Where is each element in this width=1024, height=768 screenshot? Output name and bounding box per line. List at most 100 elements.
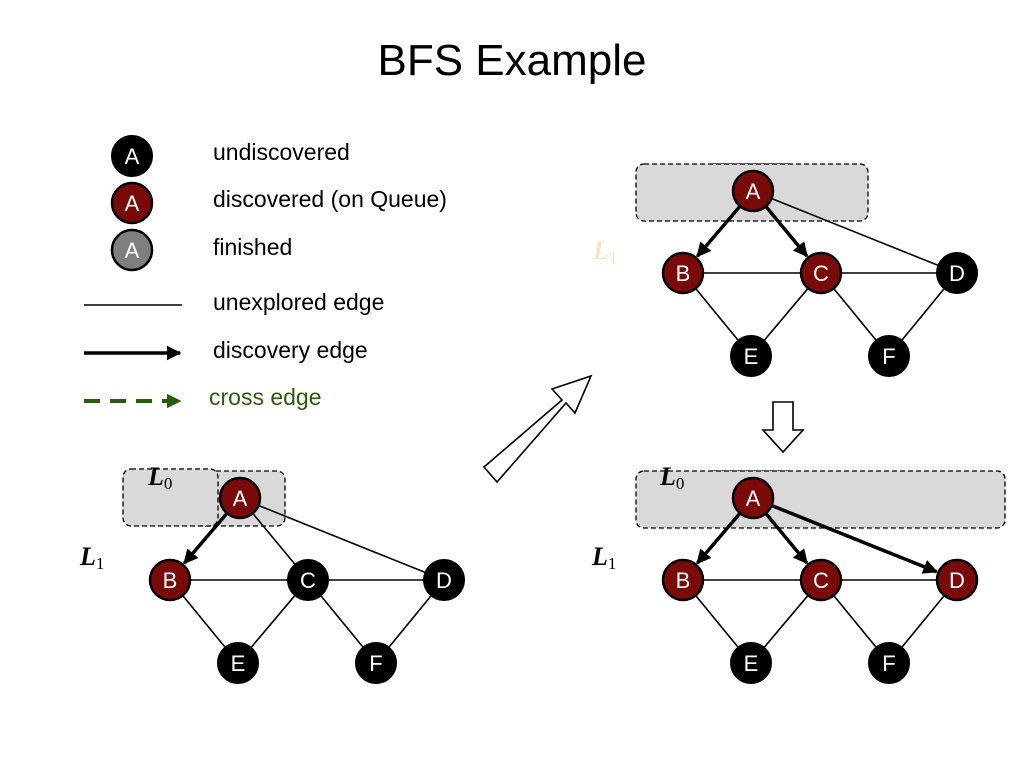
- legend-label-finished: finished: [213, 234, 293, 260]
- node-label: C: [300, 568, 316, 593]
- node-label: F: [369, 651, 382, 676]
- node-circle: [218, 476, 262, 520]
- node-e-undiscovered: E: [217, 642, 259, 684]
- page-title: BFS Example: [377, 36, 647, 85]
- svg-text:A: A: [125, 191, 140, 216]
- legend-discovered-node-icon: A: [110, 181, 154, 225]
- node-label: D: [949, 568, 965, 593]
- level-box-l1: [635, 470, 1006, 529]
- node-f-undiscovered: F: [868, 335, 910, 377]
- edge-b-e-unexplored: [695, 288, 739, 342]
- node-label: D: [436, 568, 452, 593]
- node-label: B: [676, 261, 691, 286]
- node-label: B: [163, 568, 178, 593]
- edge-d-f-unexplored: [901, 595, 945, 649]
- node-circle: [868, 335, 910, 377]
- edge-a-b-discovery: [695, 512, 741, 565]
- node-a-discovered: A: [731, 169, 775, 213]
- node-circle: [731, 169, 775, 213]
- edge-c-f-unexplored: [833, 595, 877, 649]
- legend-label-unexplored-edge: unexplored edge: [213, 289, 385, 315]
- level-label-l1: L1: [592, 236, 617, 267]
- node-label: C: [813, 261, 829, 286]
- node-e-undiscovered: E: [730, 335, 772, 377]
- node-label: B: [676, 568, 691, 593]
- node-c-discovered: C: [799, 558, 843, 602]
- node-d-undiscovered: D: [936, 252, 978, 294]
- edge-a-b-discovery: [182, 512, 228, 565]
- legend-undiscovered-node-icon: A: [111, 135, 153, 177]
- node-b-discovered: B: [148, 558, 192, 602]
- node-f-undiscovered: F: [868, 642, 910, 684]
- legend-label-undiscovered: undiscovered: [213, 139, 350, 165]
- node-label: A: [746, 179, 761, 204]
- node-circle: [661, 558, 705, 602]
- legend-label-cross-edge: cross edge: [209, 384, 322, 410]
- node-d-undiscovered: D: [423, 559, 465, 601]
- node-label: F: [882, 651, 895, 676]
- level-label-l1: L1: [591, 542, 616, 573]
- node-circle: [148, 558, 192, 602]
- legend-label-discovery-edge: discovery edge: [213, 337, 368, 363]
- node-label: F: [882, 344, 895, 369]
- edge-a-d-discovery: [771, 504, 938, 574]
- node-circle: [217, 642, 259, 684]
- node-circle: [287, 559, 329, 601]
- node-a-discovered: A: [731, 476, 775, 520]
- node-d-discovered: D: [935, 558, 979, 602]
- next-step-diagonal-arrow-icon: [482, 374, 593, 484]
- node-label: C: [813, 568, 829, 593]
- node-circle: [799, 251, 843, 295]
- legend-finished-node-icon: A: [110, 228, 154, 272]
- node-f-undiscovered: F: [355, 642, 397, 684]
- node-circle: [936, 252, 978, 294]
- node-circle: [355, 642, 397, 684]
- node-label: E: [744, 344, 759, 369]
- node-circle: [868, 642, 910, 684]
- node-circle: [731, 476, 775, 520]
- edge-a-c-unexplored: [252, 513, 296, 566]
- edge-a-d-unexplored: [772, 198, 939, 267]
- node-b-discovered: B: [661, 251, 705, 295]
- level-box-l1: [122, 468, 219, 527]
- node-b-discovered: B: [661, 558, 705, 602]
- edge-a-b-discovery: [695, 205, 741, 258]
- edge-c-f-unexplored: [833, 288, 877, 342]
- node-circle: [935, 558, 979, 602]
- edge-c-e-unexplored: [763, 595, 809, 649]
- edge-a-d-unexplored: [259, 505, 426, 574]
- node-label: E: [231, 651, 246, 676]
- node-circle: [423, 559, 465, 601]
- edge-c-e-unexplored: [250, 595, 296, 649]
- node-label: A: [233, 486, 248, 511]
- edge-d-f-unexplored: [901, 288, 945, 342]
- node-label: E: [744, 651, 759, 676]
- next-step-down-arrow-icon: [761, 401, 805, 454]
- node-circle: [799, 558, 843, 602]
- node-circle: [730, 335, 772, 377]
- node-c-discovered: C: [799, 251, 843, 295]
- node-label: D: [949, 261, 965, 286]
- svg-text:A: A: [125, 238, 140, 263]
- node-c-undiscovered: C: [287, 559, 329, 601]
- svg-text:A: A: [125, 144, 140, 169]
- node-a-discovered: A: [218, 476, 262, 520]
- level-label-l1: L1: [79, 542, 104, 573]
- node-label: A: [746, 486, 761, 511]
- edge-c-f-unexplored: [320, 595, 364, 649]
- edge-a-c-discovery: [765, 513, 809, 565]
- legend: A A A: [84, 135, 182, 409]
- edge-a-c-discovery: [765, 206, 809, 258]
- level-label-l0: L0: [659, 462, 684, 493]
- level-label-l0: L0: [147, 462, 172, 493]
- node-e-undiscovered: E: [730, 642, 772, 684]
- node-circle: [730, 642, 772, 684]
- edge-d-f-unexplored: [388, 595, 432, 649]
- legend-label-discovered: discovered (on Queue): [213, 186, 447, 212]
- bfs-graph-step2: L1 A B C D E F: [592, 163, 978, 377]
- edge-b-e-unexplored: [182, 595, 226, 649]
- edge-c-e-unexplored: [763, 288, 809, 342]
